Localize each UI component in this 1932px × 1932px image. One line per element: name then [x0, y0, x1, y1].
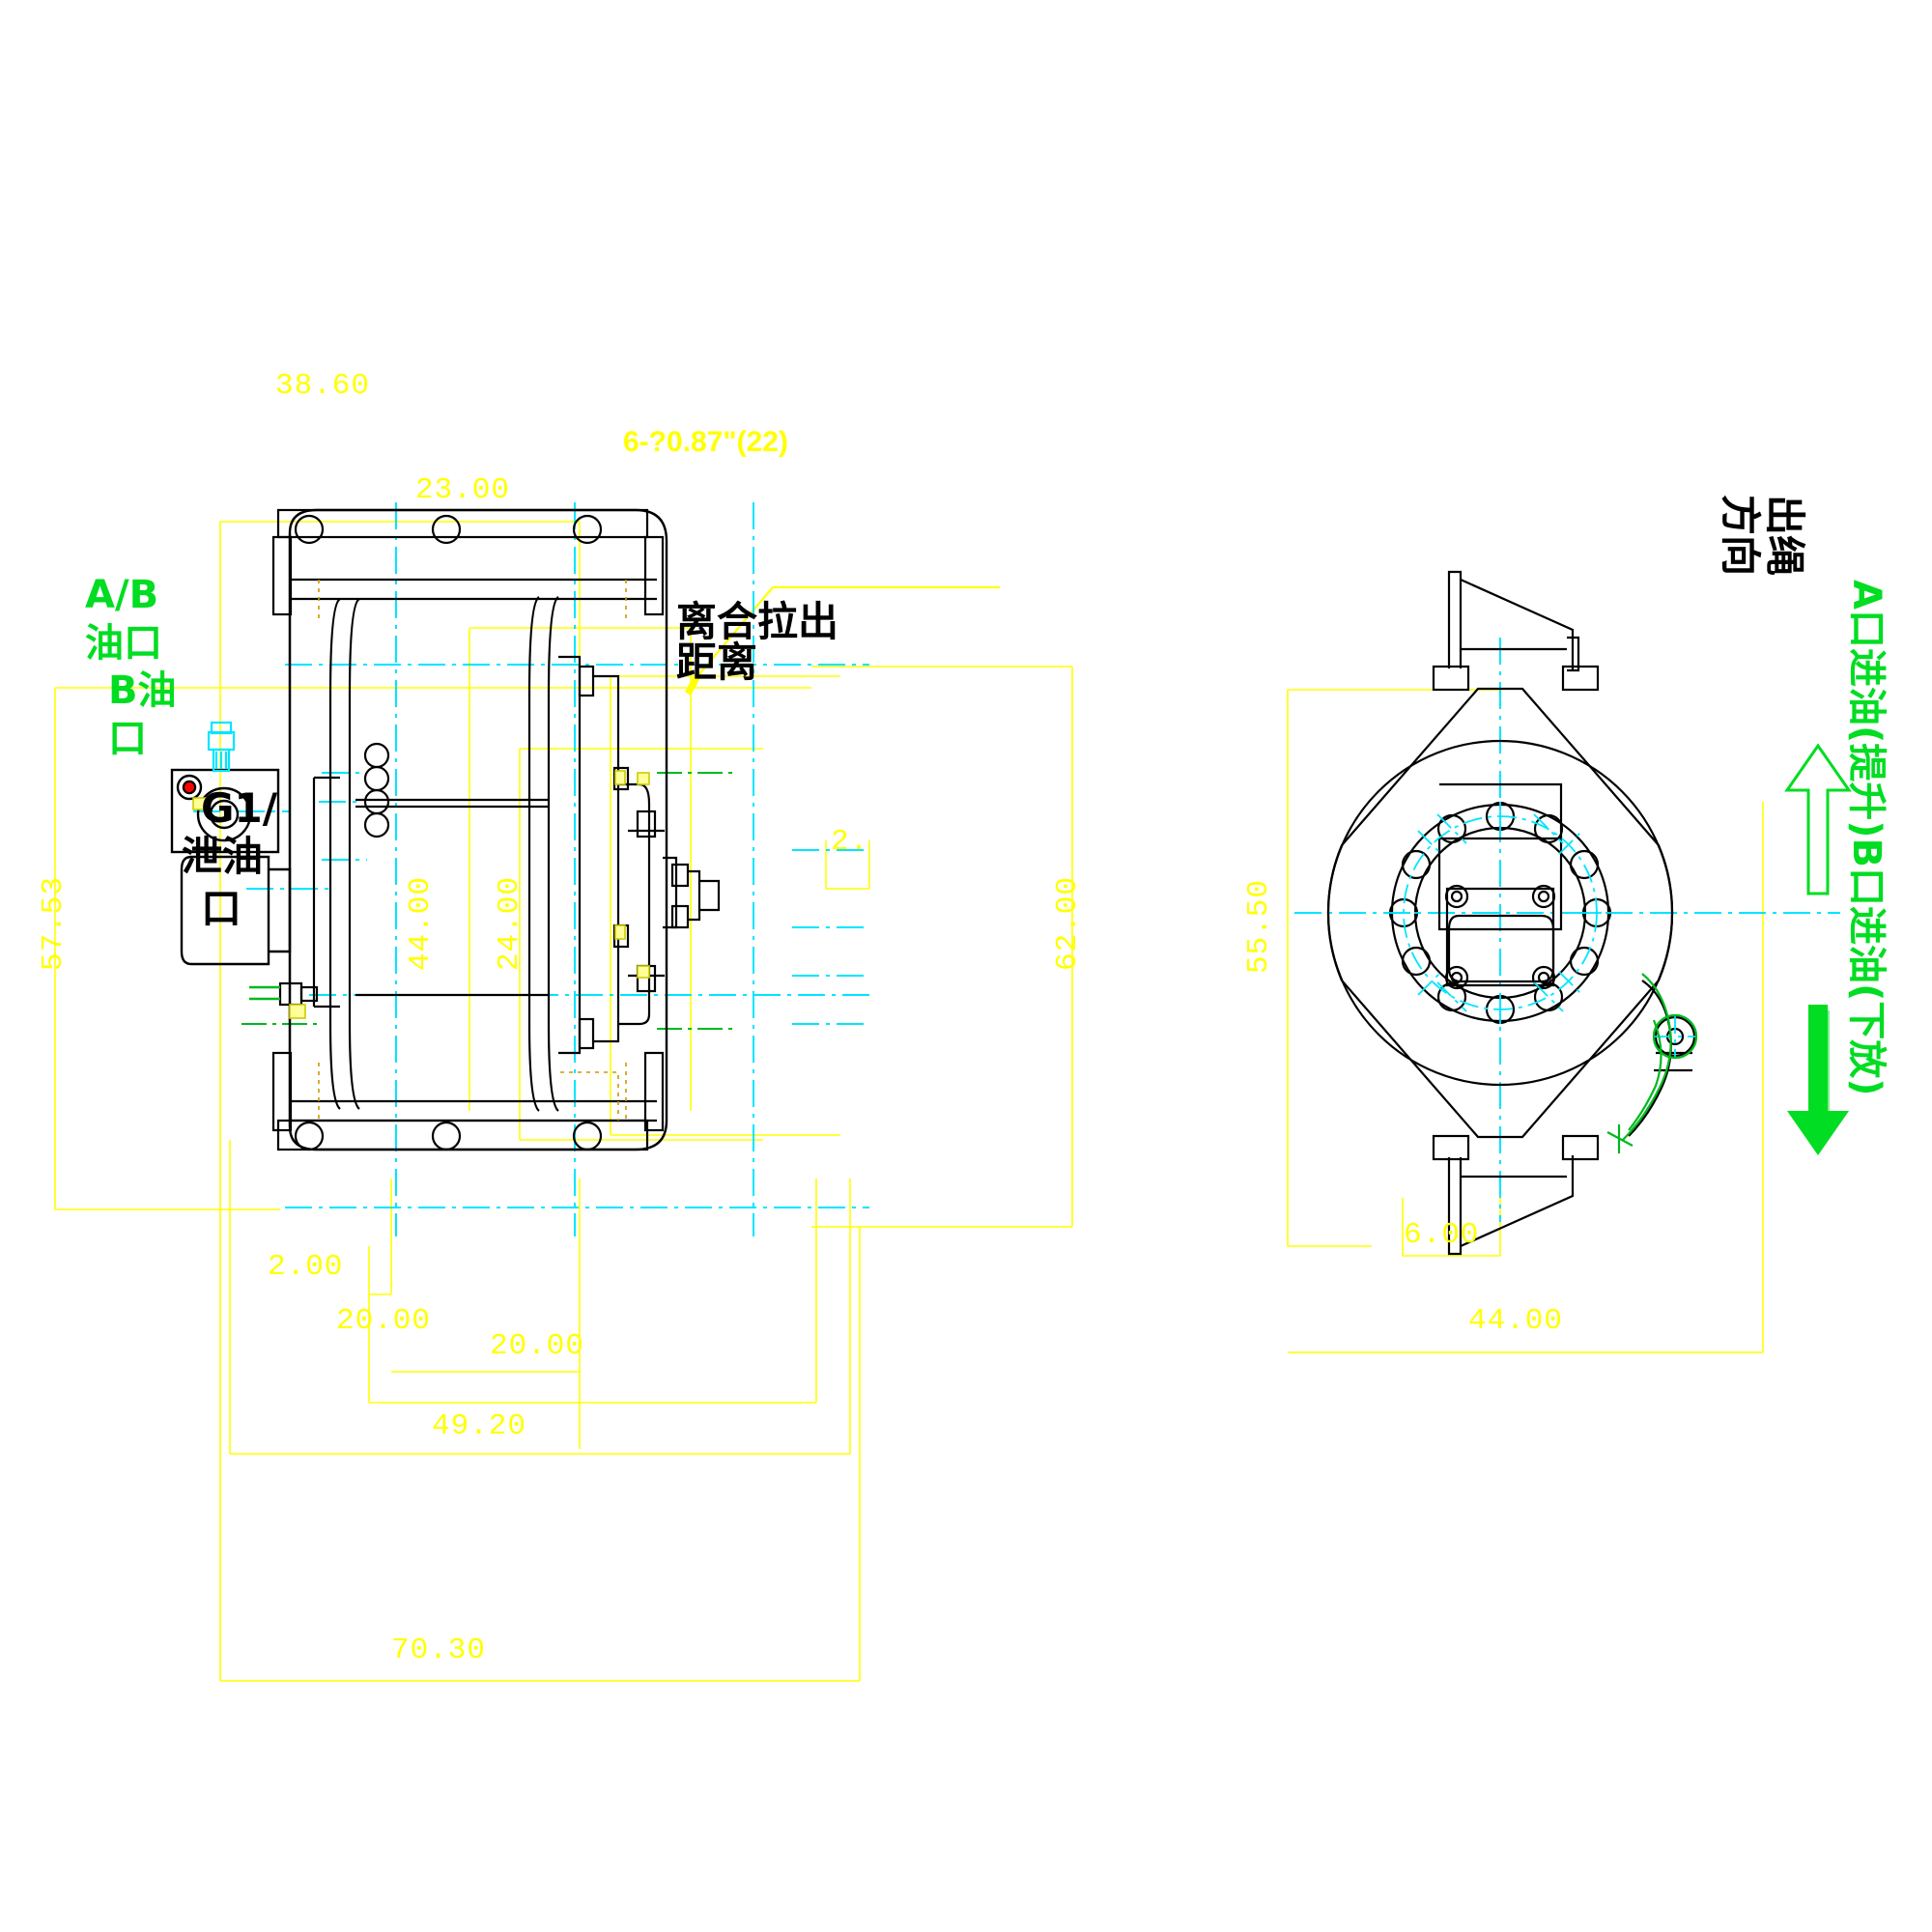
dimension-clutch-2: 2.	[831, 825, 869, 859]
annotation-g1-drain: G1/	[201, 784, 278, 832]
dimension-6-00: 6.00	[1404, 1218, 1480, 1252]
annotation-b-port-label: 口	[108, 717, 147, 761]
highlighted-fasteners-front	[192, 770, 650, 1019]
dimension-62-00: 62.00	[1051, 875, 1085, 971]
annotation-g1-drain-port: 口	[201, 885, 242, 932]
dimension-38-60: 38.60	[275, 369, 371, 403]
dimension-20-00-left: 20.00	[336, 1304, 432, 1338]
dimension-lines-front	[54, 521, 1073, 1682]
annotation-g1-drain-text: 泄油	[182, 833, 264, 880]
dimension-44-00: 44.00	[404, 875, 438, 971]
dimension-55-50: 55.50	[1242, 878, 1276, 974]
annotation-ab-port: A/B	[85, 573, 159, 617]
end-view-green-outline	[1606, 973, 1698, 1153]
annotation-ab-port-label: 油口	[85, 621, 162, 666]
annotation-oil-flow-direction: A口进油(提升)B口进油(下放)	[1844, 580, 1889, 1096]
dimension-20-00-right: 20.00	[490, 1329, 585, 1363]
valve-port-marker	[185, 782, 194, 792]
centerlines-front	[193, 502, 869, 1236]
dimension-70-30: 70.30	[391, 1634, 487, 1667]
end-view-bolt-circle-centerline	[1389, 802, 1697, 1059]
centerlines-green-front	[242, 772, 734, 1030]
arrow-down-icon-shadow	[1822, 1010, 1841, 1142]
cyan-fitting-top	[207, 721, 236, 773]
end-view-dimensions	[1287, 689, 1764, 1353]
dimension-44-00-end: 44.00	[1468, 1304, 1564, 1338]
annotation-rope-direction: 出绳	[1761, 495, 1808, 577]
leader-note-hole-spec: 6-?0.87"(22)	[623, 426, 788, 458]
annotation-rope-direction-2: 方向	[1717, 495, 1764, 577]
dimension-2-00: 2.00	[268, 1250, 344, 1284]
dimension-23-00: 23.00	[415, 473, 511, 507]
annotation-clutch-pullout: 离合拉出	[676, 598, 839, 645]
drain-port-green-line	[249, 985, 280, 1001]
arrow-up-icon	[1784, 743, 1852, 895]
arrow-down-icon	[1787, 1005, 1849, 1155]
dimension-24-00: 24.00	[493, 875, 526, 971]
annotation-clutch-distance: 距离	[676, 639, 758, 686]
end-view-centerlines	[1294, 638, 1840, 1222]
front-view-geometry	[271, 508, 721, 1151]
dimension-57-53: 57.53	[37, 875, 71, 971]
annotation-b-port: B油	[108, 668, 177, 713]
dimension-49-20: 49.20	[432, 1409, 527, 1443]
leader-note-line	[684, 585, 1000, 696]
hidden-lines-front	[318, 580, 627, 1121]
